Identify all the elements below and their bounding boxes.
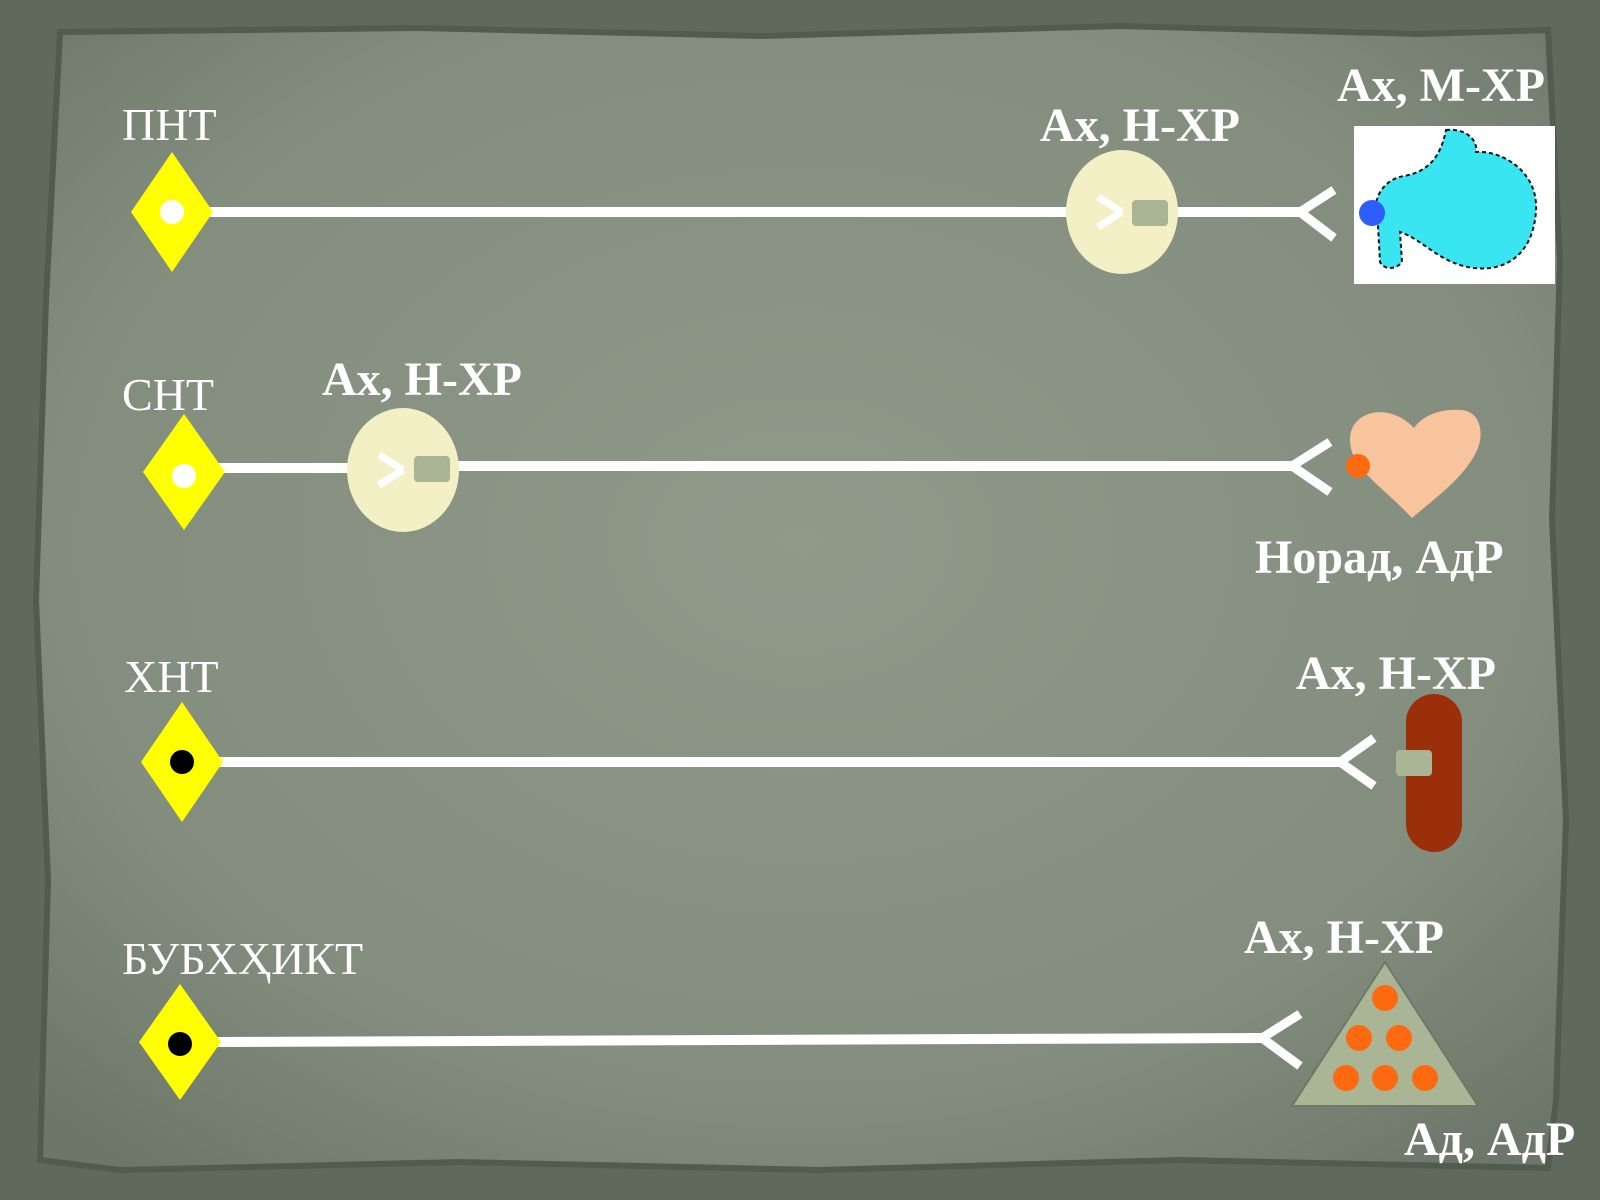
chromaffin-cell-dot: [1333, 1065, 1359, 1091]
muscarinic-receptor-dot: [1359, 200, 1385, 226]
row-title-snt: СНТ: [122, 369, 214, 420]
row-title-pnt: ПНТ: [122, 99, 217, 150]
chromaffin-cell-dot: [1412, 1065, 1438, 1091]
row-pnt: [131, 126, 1555, 284]
adrenal-gland-icon: [1290, 960, 1480, 1107]
nerve-ending-fork: [1297, 186, 1337, 242]
cell-body-nucleus: [160, 200, 184, 224]
synapse-fork: [1096, 194, 1124, 230]
chromaffin-cell-dot: [1372, 1065, 1398, 1091]
cell-body-nucleus: [170, 750, 194, 774]
cell-body-nucleus: [172, 464, 196, 488]
stomach-icon: [1354, 126, 1555, 284]
nerve-ending-fork: [1259, 1010, 1303, 1070]
target-label-adrenal: Ах, Н-ХР: [1244, 911, 1444, 964]
preganglionic-line: [209, 1033, 1263, 1047]
synapse-fork: [377, 452, 405, 488]
nicotinic-receptor: [1132, 200, 1168, 226]
ganglion-label-snt: Ах, Н-ХР: [322, 353, 522, 406]
nerve-ending-fork: [1337, 734, 1377, 790]
heart-icon: [1346, 409, 1481, 518]
target-label-adrenal-2: Ад, АдР: [1404, 1113, 1576, 1166]
target-label-pnt: Ах, М-ХР: [1337, 59, 1545, 112]
target-label-snt: Норад, АдР: [1255, 531, 1504, 584]
skeletal-muscle-icon: [1396, 694, 1462, 852]
nerve-ending-fork: [1289, 438, 1333, 496]
row-adrenal: [139, 960, 1480, 1107]
chromaffin-cell-dot: [1386, 1025, 1412, 1051]
row-snt: [143, 408, 1481, 532]
stomach-icon-shape: [1374, 128, 1538, 270]
heart-icon-shape: [1350, 409, 1481, 518]
nicotinic-receptor: [414, 456, 450, 482]
row-title-adrenal: БУБХҲИКТ: [122, 933, 364, 984]
adrenergic-receptor-dot: [1346, 454, 1370, 478]
chromaffin-cell-dot: [1372, 985, 1398, 1011]
ganglion-label-pnt: Ах, Н-ХР: [1040, 99, 1240, 152]
board-background: [32, 22, 1570, 1174]
row-hnt: [141, 694, 1462, 852]
skeletal-muscle-fiber: [1406, 694, 1462, 852]
row-title-hnt: ХНТ: [124, 651, 219, 702]
chromaffin-cell-dot: [1346, 1025, 1372, 1051]
target-label-hnt: Ах, Н-ХР: [1296, 647, 1496, 700]
nicotinic-receptor: [1396, 750, 1432, 776]
cell-body-nucleus: [168, 1032, 192, 1056]
